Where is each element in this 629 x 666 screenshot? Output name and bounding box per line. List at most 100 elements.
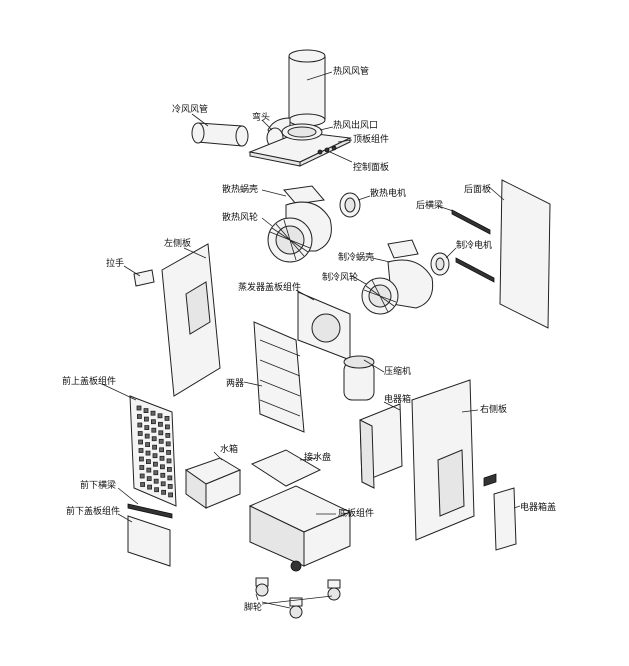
grille-hole [139, 465, 145, 470]
label-heat-motor: 散热电机 [370, 187, 406, 199]
grille-hole [160, 481, 166, 487]
front-upper-cover-assembly [101, 383, 177, 507]
grille-hole [165, 432, 171, 438]
label-casters: 脚轮 [244, 601, 262, 613]
label-left-side-panel: 左侧板 [164, 237, 191, 249]
left-side-panel [161, 243, 221, 397]
evaporator-condenser [243, 321, 305, 433]
label-control-panel: 控制面板 [353, 161, 389, 173]
grille-hole [152, 453, 158, 459]
grille-hole [154, 487, 160, 493]
label-two-units: 两器 [226, 378, 244, 389]
label-hot-air-outlet: 热风出风口 [333, 119, 378, 131]
grille-hole [153, 470, 159, 476]
label-base-assembly: 底板组件 [338, 507, 374, 519]
cool-fan-wheel [351, 275, 399, 315]
heat-fan-wheel [261, 217, 313, 263]
label-water-tank: 水箱 [220, 443, 238, 455]
grille-hole [144, 433, 150, 439]
grille-hole [166, 449, 172, 455]
grille-hole [165, 441, 171, 447]
grille-hole [143, 408, 149, 414]
grille-hole [159, 447, 165, 453]
grille-hole [166, 458, 172, 464]
grille-hole [152, 444, 158, 450]
grille-hole [150, 410, 156, 416]
grille-hole [145, 442, 151, 448]
grille-hole [138, 456, 144, 462]
cold-air-pipe [191, 113, 249, 147]
label-cool-wheel: 制冷风轮 [322, 271, 358, 283]
grille-hole [152, 461, 158, 467]
heat-motor [339, 192, 371, 218]
grille-hole [164, 424, 170, 430]
label-top-plate-assembly: 顶板组件 [353, 133, 389, 145]
label-front-upper-cover-assembly: 前上盖板组件 [62, 375, 116, 387]
grille-hole [161, 489, 167, 495]
grille-hole [147, 484, 153, 490]
hot-air-pipe [288, 49, 333, 127]
grille-hole [145, 459, 151, 465]
label-heat-volute: 散热蜗壳 [222, 183, 258, 195]
grille-hole [139, 473, 145, 479]
cool-motor [430, 247, 457, 276]
grille-hole [138, 448, 144, 453]
grille-hole [145, 450, 151, 456]
label-front-beam: 前下横梁 [80, 479, 116, 491]
grille-hole [158, 430, 164, 436]
casters [255, 560, 341, 619]
grille-hole [167, 483, 173, 489]
drain-pan [250, 449, 322, 487]
grille-hole [146, 476, 152, 482]
grille-hole [144, 425, 150, 431]
grille-hole [143, 416, 149, 422]
label-cool-motor: 制冷电机 [456, 239, 492, 251]
handle [123, 265, 155, 287]
grille-hole [159, 464, 165, 470]
label-elbow: 弯头 [252, 111, 270, 123]
grille-hole [146, 467, 152, 473]
electric-box-cover [483, 473, 521, 551]
compressor [343, 355, 385, 401]
top-plate-assembly [248, 123, 353, 167]
right-side-panel [411, 379, 479, 541]
label-heat-wheel: 散热风轮 [222, 211, 258, 223]
grille-hole [137, 431, 143, 436]
grille-hole [153, 478, 159, 484]
label-rear-panel: 后面板 [464, 183, 491, 195]
grille-hole [137, 422, 143, 428]
label-hot-air-pipe: 热风风管 [333, 65, 369, 77]
label-electric-box-cover: 电器箱盖 [520, 501, 556, 513]
label-cool-volute: 制冷蜗壳 [338, 251, 374, 263]
grille-hole [157, 421, 163, 427]
grille-hole [150, 419, 156, 425]
grille-hole [167, 475, 173, 481]
grille-hole [136, 405, 142, 411]
label-drain-pan: 接水盘 [304, 451, 331, 463]
label-rear-beam: 后横梁 [416, 199, 443, 211]
label-front-lower-cover-assembly: 前下盖板组件 [66, 505, 120, 517]
cool-volute [371, 239, 434, 309]
label-electric-box: 电器箱 [384, 393, 411, 405]
front-lower-beam [117, 487, 173, 519]
grille-hole [160, 472, 166, 478]
grille-hole [151, 427, 157, 433]
electric-box [359, 401, 403, 489]
label-compressor: 压缩机 [384, 365, 411, 377]
grille-hole [140, 482, 146, 487]
label-cold-air-pipe: 冷风风管 [172, 103, 208, 115]
grille-hole [168, 492, 174, 498]
evaporator-cover-assembly [295, 289, 351, 361]
rear-panel [487, 179, 551, 329]
water-tank [184, 451, 242, 509]
label-handle: 拉手 [106, 257, 124, 269]
rear-beam [437, 205, 495, 283]
grille-hole [151, 436, 157, 442]
label-right-side-panel: 右侧板 [480, 403, 507, 415]
grille-hole [159, 455, 165, 461]
grille-hole [157, 413, 163, 419]
front-lower-cover-assembly [117, 513, 171, 567]
grille-hole [136, 414, 142, 419]
base-assembly [248, 485, 352, 567]
